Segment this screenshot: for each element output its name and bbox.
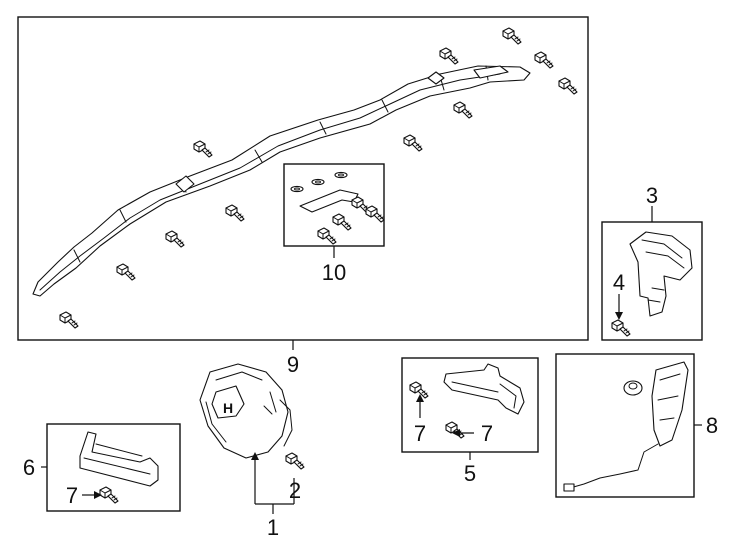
wire-harness bbox=[569, 443, 659, 489]
clip-icon bbox=[290, 171, 348, 193]
callout-9: 9 bbox=[287, 352, 299, 377]
side-airbag-group: 3 4 bbox=[601, 183, 703, 341]
callout-3: 3 bbox=[646, 183, 658, 208]
knee-airbag-group: 6 7 bbox=[23, 423, 181, 512]
driver-airbag-group: H 2 1 bbox=[199, 363, 305, 540]
bolt-icon bbox=[409, 381, 429, 399]
seat-airbag bbox=[651, 361, 689, 447]
bolt-icon bbox=[285, 452, 305, 470]
callout-2: 2 bbox=[289, 478, 301, 503]
bolt-icon bbox=[611, 319, 631, 337]
curtain-airbag-frame bbox=[17, 16, 589, 341]
callout-7-knee: 7 bbox=[66, 483, 78, 508]
bolt-icon bbox=[99, 486, 119, 504]
callout-7-passenger-left: 7 bbox=[414, 421, 426, 446]
callout-6: 6 bbox=[23, 455, 35, 480]
side-airbag bbox=[629, 231, 693, 317]
callout-1: 1 bbox=[267, 515, 279, 540]
callout-10: 10 bbox=[322, 260, 346, 285]
curtain-airbag bbox=[32, 65, 531, 297]
curtain-airbag-group: 10 9 bbox=[17, 16, 589, 377]
clip-kit-group bbox=[283, 163, 385, 247]
bolt-icon bbox=[445, 421, 465, 439]
clip-kit-frame bbox=[283, 163, 385, 247]
seat-airbag-group: 8 bbox=[555, 353, 718, 498]
callout-4: 4 bbox=[613, 270, 625, 295]
callout-5: 5 bbox=[464, 461, 476, 486]
driver-airbag bbox=[199, 363, 289, 459]
callout-8: 8 bbox=[706, 413, 718, 438]
knee-airbag-bracket bbox=[79, 431, 159, 487]
grommet-icon bbox=[623, 380, 643, 396]
passenger-airbag-group: 7 7 5 bbox=[401, 357, 539, 486]
callout-7-passenger-right: 7 bbox=[481, 421, 493, 446]
brand-logo: H bbox=[223, 400, 233, 416]
